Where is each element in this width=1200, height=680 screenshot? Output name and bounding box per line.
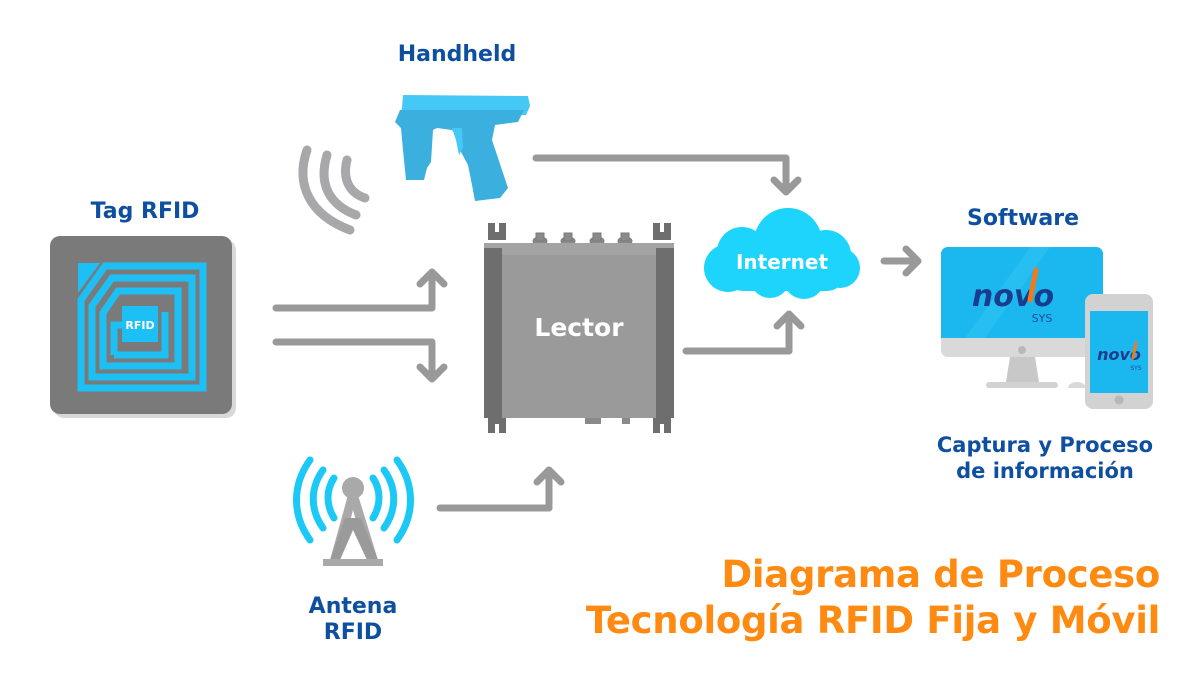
logo-check-accent — [1027, 267, 1039, 303]
tag-rfid-label: Tag RFID — [90, 199, 200, 224]
phone-logo-check-accent — [1131, 341, 1138, 360]
internet-cloud-icon — [704, 208, 860, 299]
arrow-lector-to-internet — [682, 310, 805, 355]
software-caption: Captura y Proceso de información — [895, 432, 1195, 484]
arrow-handheld-to-internet — [532, 154, 802, 196]
software-caption-line2: de información — [956, 459, 1134, 483]
lector-label: Lector — [534, 313, 624, 342]
arrow-antenna-to-lector — [436, 466, 565, 512]
handheld-label: Handheld — [397, 42, 517, 67]
arrow-lector-to-tag — [272, 338, 448, 383]
antenna-tower-icon — [293, 456, 414, 566]
internet-label: Internet — [736, 250, 828, 274]
arrow-internet-to-software — [880, 245, 922, 277]
antenna-label: Antena RFID — [283, 594, 423, 646]
software-label: Software — [967, 206, 1079, 231]
phone-logo-sub: SYS — [1130, 365, 1141, 372]
handheld-reader-icon — [395, 95, 530, 201]
phone-icon — [1085, 294, 1153, 409]
signal-waves-icon — [298, 145, 370, 235]
antenna-label-line2: RFID — [323, 620, 383, 645]
lector-device-icon — [484, 223, 674, 433]
monitor-logo-sub: SYS — [1032, 312, 1053, 325]
tag-rfid-icon — [50, 236, 236, 418]
monitor-icon — [941, 247, 1103, 388]
diagram-title-line2: Tecnología RFID Fija y Móvil — [585, 599, 1160, 642]
software-caption-line1: Captura y Proceso — [936, 433, 1154, 457]
phone-logo: novo — [1097, 345, 1141, 364]
diagram-title-line1: Diagrama de Proceso — [721, 553, 1161, 596]
tag-chip-label: RFID — [125, 319, 154, 332]
antenna-label-line1: Antena — [308, 594, 398, 619]
arrow-tag-to-lector — [272, 268, 448, 312]
monitor-logo: novo — [972, 279, 1054, 314]
